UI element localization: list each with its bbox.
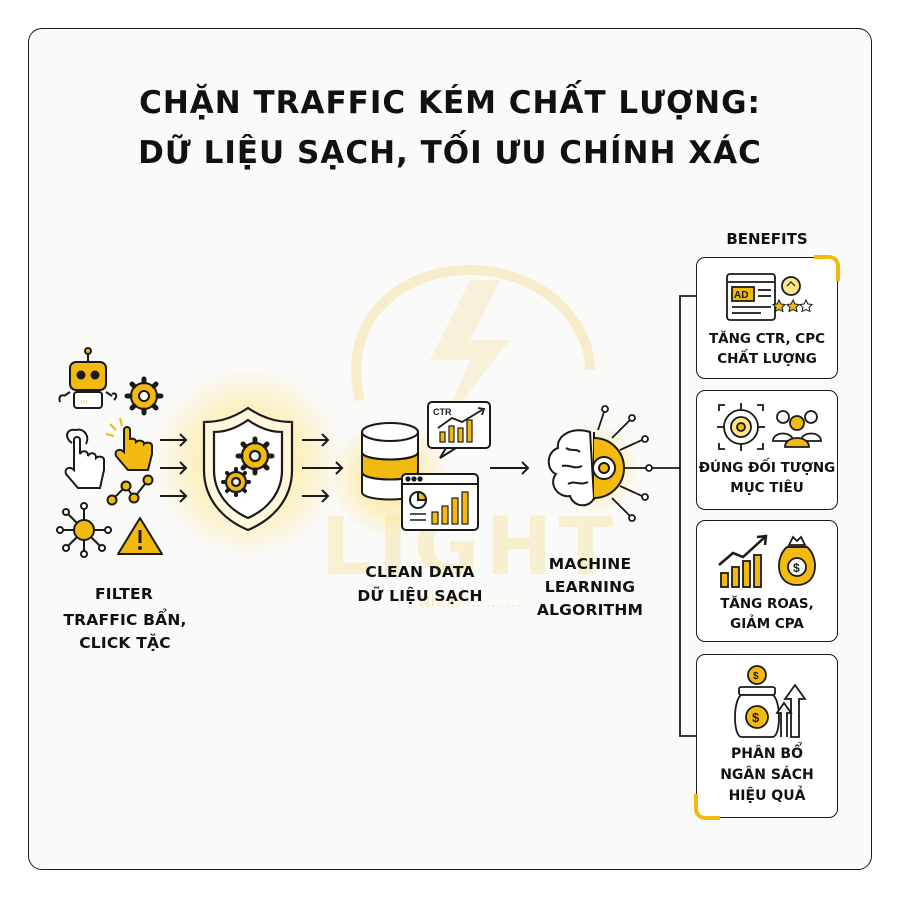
gear-icon <box>124 376 164 416</box>
clean-data-title: CLEAN DATA <box>365 563 475 581</box>
watermark-lightning-icon <box>351 264 595 430</box>
card-corner-accent <box>814 255 840 281</box>
svg-text:$: $ <box>753 671 759 682</box>
filter-title: FILTER <box>95 585 153 603</box>
ml-title-line2: LEARNING <box>544 578 636 596</box>
benefits-title: BENEFITS <box>726 230 808 248</box>
benefit-target-line2: MỤC TIÊU <box>730 480 804 496</box>
shield-icon <box>202 406 294 532</box>
card-corner-accent <box>694 794 720 820</box>
ad-badge-label: AD <box>734 290 748 301</box>
ad-rating-icon: AD <box>726 273 813 321</box>
clean-data-desc: DỮ LIỆU SẠCH <box>357 587 483 605</box>
robot-icon: ‹‹‹ <box>58 347 118 409</box>
page-title-line1: CHẶN TRAFFIC KÉM CHẤT LƯỢNG: <box>139 85 761 121</box>
benefits-bracket <box>652 295 696 737</box>
benefit-budget-line2: NGÂN SÁCH <box>720 767 814 783</box>
ml-title-line1: MACHINE <box>548 555 632 573</box>
ctr-chart-label: CTR <box>433 407 452 417</box>
page-title-line2: DỮ LIỆU SẠCH, TỐI ƯU CHÍNH XÁC <box>138 135 762 171</box>
filter-desc-line1: TRAFFIC BẨN, <box>63 611 187 629</box>
benefit-card-targeting: ĐÚNG ĐỐI TƯỢNG MỤC TIÊU <box>696 390 838 510</box>
network-icon <box>106 474 154 506</box>
ml-title-line3: ALGORITHM <box>536 601 644 619</box>
warning-icon <box>117 517 163 555</box>
data-to-ml-arrow <box>490 461 530 475</box>
ctr-chart-icon <box>427 401 491 459</box>
target-audience-icon <box>717 403 822 451</box>
svg-text:$: $ <box>752 710 760 725</box>
ai-brain-icon <box>547 405 653 522</box>
input-arrows <box>160 433 188 503</box>
benefit-card-ctr: AD TĂNG CTR, CPC CHẤT LƯỢNG <box>696 255 840 379</box>
svg-text:‹‹‹: ‹‹‹ <box>80 397 88 406</box>
budget-jar-icon: $ $ <box>734 665 807 738</box>
benefit-budget-line3: HIỆU QUẢ <box>728 788 806 804</box>
click-pointer-icon <box>105 417 153 471</box>
svg-text:$: $ <box>793 561 800 575</box>
benefit-ctr-line1: TĂNG CTR, CPC <box>708 331 826 347</box>
benefit-roas-line2: GIẢM CPA <box>730 616 804 632</box>
benefit-roas-line1: TĂNG ROAS, <box>720 596 814 612</box>
benefit-card-budget: $ $ PHÂN BỔ NGÂN SÁCH HIỆU QUẢ <box>694 654 838 820</box>
growth-money-icon: $ <box>718 534 816 588</box>
benefit-card-roas: $ TĂNG ROAS, GIẢM CPA <box>696 520 838 642</box>
benefit-target-line1: ĐÚNG ĐỐI TƯỢNG <box>698 460 836 476</box>
filter-desc-line2: CLICK TẶC <box>79 634 171 652</box>
chip-icon <box>56 502 112 558</box>
output-arrows <box>302 433 344 503</box>
benefit-budget-line1: PHÂN BỔ <box>731 746 803 762</box>
dashboard-icon <box>401 473 479 531</box>
hand-tap-icon <box>64 428 105 489</box>
watermark-tagline: Nhơn ... ... ... <box>418 592 522 611</box>
benefit-ctr-line2: CHẤT LƯỢNG <box>717 351 817 367</box>
